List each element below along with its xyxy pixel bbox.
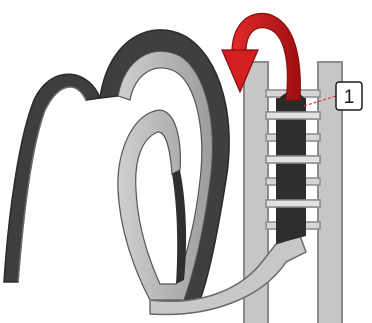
strap-left-end: [4, 74, 100, 282]
strap-dark-band: [4, 74, 100, 282]
strap-threaded-section: [276, 98, 306, 244]
strap-tail: [150, 236, 306, 315]
buckle-crossbar: [266, 112, 320, 119]
strap-loop: [100, 30, 229, 300]
strap-loop-inner-dark: [172, 170, 186, 284]
callout-number: 1: [344, 87, 355, 108]
buckle-crossbar: [266, 200, 320, 207]
buckle-crossbar: [266, 156, 320, 163]
